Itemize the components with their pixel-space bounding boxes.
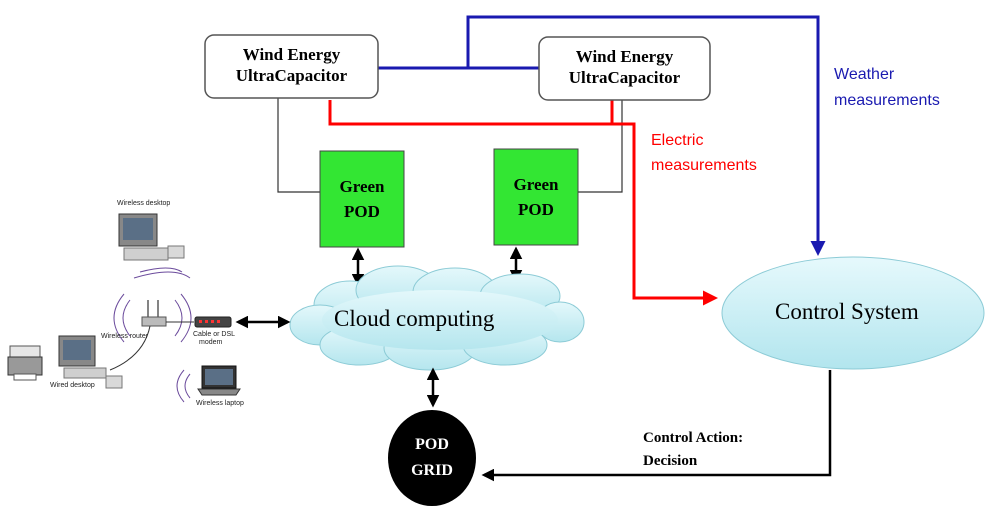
- wind-unit-2-line2: UltraCapacitor: [568, 68, 681, 87]
- printer-icon: [7, 345, 43, 381]
- wind1-pod1-connector: [277, 98, 320, 193]
- wireless-laptop-label: Wireless laptop: [196, 400, 244, 407]
- cable-modem-line1: Cable or DSL: [193, 331, 236, 338]
- wind-unit-1-box: [204, 34, 379, 99]
- electric-line: [328, 100, 614, 126]
- pod-grid-label: POD GRID: [398, 432, 466, 484]
- cloud-label: Cloud computing: [334, 306, 495, 331]
- wired-desktop-label: Wired desktop: [50, 382, 95, 389]
- cable-modem-label: Cable or DSL modem: [193, 331, 235, 347]
- cable-modem-icon: [194, 316, 232, 328]
- pod-grid-line1: POD: [415, 436, 449, 453]
- wireless-desktop-label: Wireless desktop: [117, 200, 171, 207]
- wind2-pod2-connector: [577, 98, 623, 193]
- green-pod-1-label: Green POD: [320, 174, 404, 224]
- electric-measurements-label: Electric measurements: [651, 128, 757, 178]
- electric-line1: Electric: [651, 132, 704, 149]
- green-pod-1-line2: POD: [344, 202, 380, 221]
- control-action-line: [481, 370, 832, 482]
- network-cables: [109, 321, 194, 371]
- green-pod-2-line2: POD: [518, 200, 554, 219]
- wireless-router-label: Wireless router: [101, 333, 149, 340]
- weather-line-top: [466, 15, 826, 256]
- control-system-label: Control System: [775, 299, 919, 324]
- weather-line2: measurements: [834, 92, 940, 109]
- green-pod-1-line1: Green: [339, 177, 385, 196]
- pod-grid-line2: GRID: [411, 462, 453, 479]
- cloud-core: [322, 290, 558, 350]
- wind-unit-2-label: Wind Energy UltraCapacitor: [539, 46, 710, 88]
- green-pod-2-box: [493, 148, 579, 246]
- pod-grid-ellipse: [388, 410, 476, 506]
- control-action-label: Control Action: Decision: [643, 427, 743, 473]
- wind-unit-2-line1: Wind Energy: [575, 47, 674, 66]
- cable-modem-line2: modem: [199, 339, 223, 346]
- weather-measurements-label: Weather measurements: [834, 62, 940, 114]
- wireless-desktop-icon: [118, 213, 191, 279]
- wind-unit-1-line1: Wind Energy: [242, 45, 341, 64]
- electric-line-to-control: [612, 122, 718, 306]
- weather-line1: Weather: [834, 66, 895, 83]
- green-pod-1-box: [319, 150, 405, 248]
- wind-unit-1-label: Wind Energy UltraCapacitor: [205, 44, 378, 86]
- green-pod-2-label: Green POD: [494, 172, 578, 222]
- wired-desktop-icon: [58, 335, 123, 389]
- green-pod-2-line1: Green: [513, 175, 559, 194]
- wind-unit-1-line2: UltraCapacitor: [235, 66, 348, 85]
- electric-line2: measurements: [651, 157, 757, 174]
- control-action-line2: Decision: [643, 453, 698, 469]
- control-action-line1: Control Action:: [643, 430, 744, 446]
- wireless-laptop-icon: [176, 365, 241, 403]
- wireless-router-icon: [113, 293, 192, 343]
- control-system-ellipse: [721, 256, 985, 370]
- wind-unit-2-box: [538, 36, 711, 101]
